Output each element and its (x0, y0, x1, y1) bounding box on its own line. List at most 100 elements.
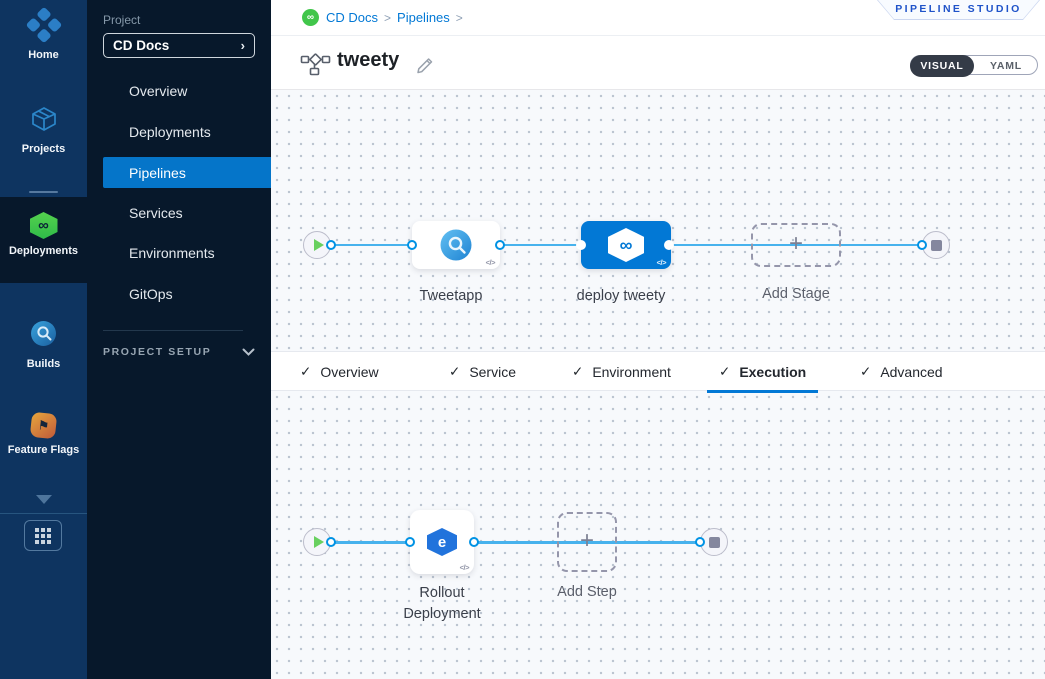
rail-label: Feature Flags (7, 444, 80, 456)
sidebar-item-deployments[interactable]: Deployments (87, 112, 271, 153)
add-stage-label: Add Stage (762, 286, 830, 302)
rail-label: Deployments (8, 245, 79, 257)
stop-icon (708, 536, 720, 548)
play-icon (313, 239, 324, 251)
project-setup-toggle[interactable]: PROJECT SETUP (103, 346, 255, 358)
selected-module-highlight (0, 197, 87, 283)
tab-label: Service (469, 364, 516, 380)
ci-module-icon (31, 321, 56, 346)
sidebar-divider (103, 330, 243, 331)
cube-icon (31, 107, 56, 131)
pipeline-icon (300, 53, 331, 76)
plus-icon: + (788, 230, 803, 257)
check-icon: ✓ (719, 364, 731, 379)
tab-label: Execution (739, 364, 807, 380)
pipeline-studio-badge-label: PIPELINE STUDIO (895, 2, 1022, 15)
rail-item-home[interactable]: Home (0, 6, 87, 61)
check-icon: ✓ (860, 364, 872, 379)
connector-port[interactable] (695, 537, 705, 547)
sidebar-item-services[interactable]: Services (87, 193, 271, 234)
grid-icon (35, 527, 51, 544)
module-grid-button[interactable] (24, 520, 62, 551)
check-icon: ✓ (300, 364, 312, 379)
code-badge: </> (656, 258, 667, 267)
rail-item-feature-flags[interactable]: ⚑ Feature Flags (0, 411, 87, 456)
pipeline-name: tweety (337, 49, 400, 71)
stage-node-deploy-tweety[interactable]: ∞ </> (581, 221, 671, 269)
stage-config-tabbar: ✓ Overview ✓ Service ✓ Environment ✓ Exe… (271, 351, 1045, 393)
breadcrumb: CD Docs > Pipelines > (326, 10, 469, 25)
home-icon (25, 6, 62, 44)
pipeline-studio-badge: PIPELINE STUDIO (877, 0, 1040, 20)
toggle-visual-button[interactable]: VISUAL (910, 55, 974, 77)
connector-port[interactable] (326, 537, 336, 547)
collapse-caret-icon[interactable] (36, 495, 52, 504)
tab-service[interactable]: ✓ Service (449, 352, 516, 392)
project-name: CD Docs (113, 38, 170, 53)
connector-port[interactable] (576, 240, 586, 250)
module-nav-rail: Home Projects ∞ Deployments Builds (0, 0, 87, 679)
tab-environment[interactable]: ✓ Environment (572, 352, 671, 392)
rail-label: Builds (26, 358, 61, 370)
menu-label: Deployments (129, 123, 211, 140)
stage-canvas[interactable]: </> ∞ </> + Tweetapp deploy tweety Add S… (271, 90, 1045, 351)
stage-label: Tweetapp (419, 288, 483, 304)
tab-overview[interactable]: ✓ Overview (300, 352, 379, 392)
code-badge: </> (485, 258, 496, 267)
tab-advanced[interactable]: ✓ Advanced (860, 352, 943, 392)
rollout-step-icon: e (427, 528, 457, 556)
connector-port[interactable] (469, 537, 479, 547)
tab-label: Overview (320, 364, 379, 380)
project-selector[interactable]: CD Docs › (103, 33, 255, 58)
check-icon: ✓ (572, 364, 584, 379)
add-step-label: Add Step (557, 584, 617, 600)
project-setup-label: PROJECT SETUP (103, 346, 212, 358)
breadcrumb-separator: > (384, 11, 392, 25)
rail-label: Projects (21, 143, 66, 155)
stage-label: deploy tweety (576, 288, 666, 304)
sidebar-item-environments[interactable]: Environments (87, 233, 271, 274)
code-badge: </> (459, 563, 470, 572)
tab-execution[interactable]: ✓ Execution (706, 352, 819, 393)
rail-label: Home (28, 49, 59, 61)
step-node-rollout-deployment[interactable]: e </> (410, 510, 474, 574)
chevron-right-icon: › (240, 38, 245, 53)
execution-canvas[interactable]: e </> + Rollout Deployment Add Step (271, 391, 1045, 679)
toggle-yaml-button[interactable]: YAML (990, 60, 1022, 72)
play-icon (313, 536, 324, 548)
rail-item-deployments[interactable]: ∞ Deployments (0, 212, 87, 257)
pipeline-title-row: tweety VISUAL YAML (271, 36, 1045, 90)
sidebar-menu: Overview Deployments Pipelines Services … (87, 71, 271, 314)
feature-flags-icon: ⚑ (29, 411, 58, 440)
connector-port[interactable] (405, 537, 415, 547)
add-step-button[interactable]: + (557, 512, 617, 572)
project-label: Project (103, 13, 141, 27)
step-label: Rollout Deployment (403, 585, 481, 623)
menu-label: Overview (129, 83, 188, 100)
breadcrumb-separator: > (455, 11, 463, 25)
connector-port[interactable] (664, 240, 674, 250)
menu-label: Pipelines (129, 164, 186, 181)
connector-port[interactable] (495, 240, 505, 250)
sidebar-item-overview[interactable]: Overview (87, 71, 271, 112)
breadcrumb-link-project[interactable]: CD Docs (326, 10, 379, 25)
rail-bottom-section (0, 513, 87, 679)
cd-stage-icon: ∞ (608, 228, 644, 262)
breadcrumb-link-pipelines[interactable]: Pipelines (397, 10, 450, 25)
menu-label: Services (129, 204, 183, 221)
menu-label: GitOps (129, 285, 173, 302)
rail-item-builds[interactable]: Builds (0, 320, 87, 370)
add-stage-button[interactable]: + (751, 223, 841, 267)
rail-item-projects[interactable]: Projects (0, 106, 87, 155)
edit-pencil-icon[interactable] (414, 54, 436, 76)
connector-port[interactable] (407, 240, 417, 250)
connector-port[interactable] (326, 240, 336, 250)
sidebar-item-pipelines[interactable]: Pipelines (103, 157, 271, 188)
tab-label: Advanced (880, 364, 943, 380)
rail-divider (29, 191, 58, 193)
connector-port[interactable] (917, 240, 927, 250)
sidebar-item-gitops[interactable]: GitOps (87, 274, 271, 315)
cd-module-icon: ∞ (29, 212, 58, 239)
stage-node-tweetapp[interactable]: </> (412, 221, 500, 269)
execution-end-node[interactable] (700, 528, 728, 556)
